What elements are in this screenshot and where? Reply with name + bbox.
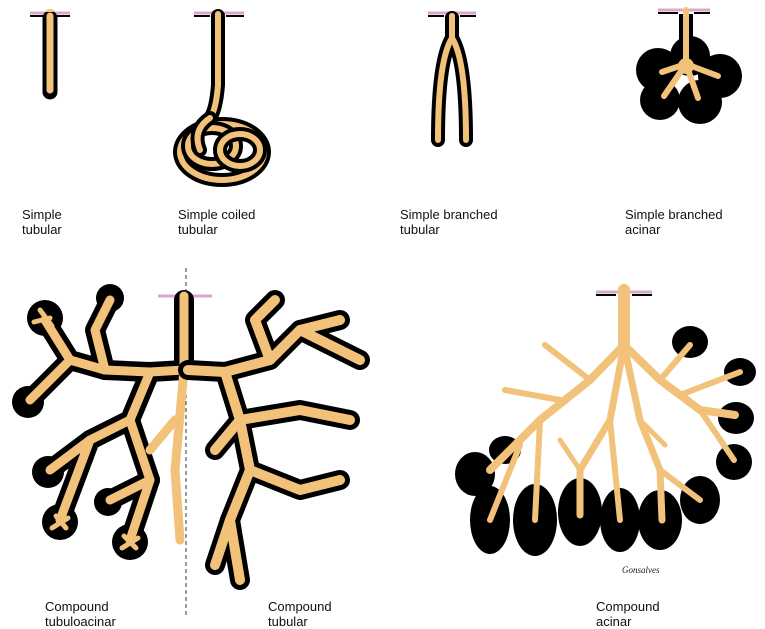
- compound-tubular-gland: [188, 300, 360, 580]
- compound-tubuloacinar-gland: [12, 284, 212, 560]
- label-compound-tubuloacinar: Compound tubuloacinar: [45, 599, 116, 629]
- label-compound-acinar: Compound acinar: [596, 599, 660, 629]
- simple-branched-acinar-gland: [636, 10, 742, 124]
- simple-tubular-gland: [30, 9, 70, 92]
- label-simple-branched-acinar: Simple branched acinar: [625, 207, 723, 237]
- label-simple-tubular: Simple tubular: [22, 207, 62, 237]
- artist-signature: Gonsalves: [622, 565, 660, 575]
- simple-branched-tubular-gland: [428, 13, 476, 140]
- label-compound-tubular: Compound tubular: [268, 599, 332, 629]
- simple-coiled-tubular-gland: [180, 13, 264, 180]
- label-simple-coiled-tubular: Simple coiled tubular: [178, 207, 255, 237]
- compound-acinar-gland: [455, 290, 756, 556]
- label-simple-branched-tubular: Simple branched tubular: [400, 207, 498, 237]
